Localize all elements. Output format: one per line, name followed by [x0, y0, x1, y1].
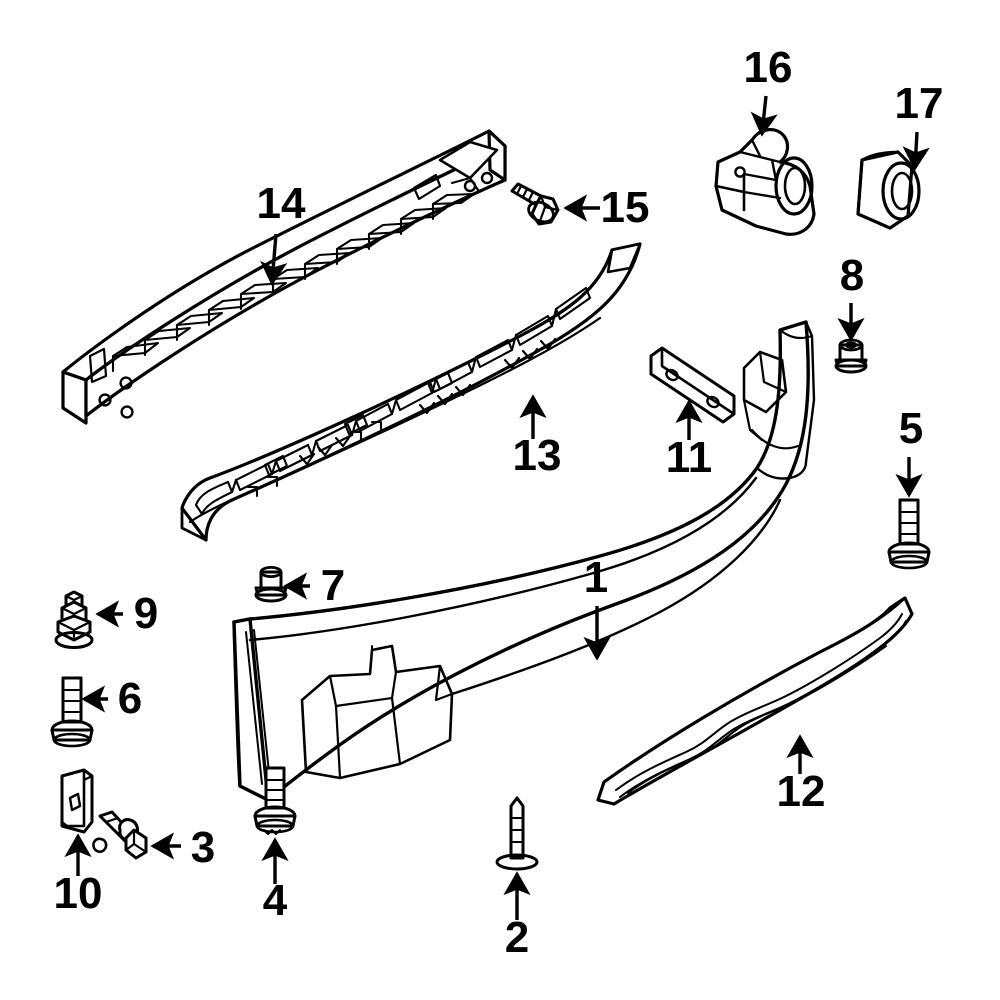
callout-label-16[interactable]: 16 — [744, 43, 793, 92]
part-rear-step-pad[interactable] — [596, 596, 914, 806]
callout-arrow-14 — [260, 233, 288, 286]
part-energy-absorber[interactable] — [180, 242, 642, 542]
callout-label-17[interactable]: 17 — [895, 79, 944, 128]
callout-label-10[interactable]: 10 — [54, 869, 103, 918]
callout-arrows — [64, 95, 930, 920]
callout-arrow-16 — [750, 95, 778, 137]
part-bumper-cover-clip[interactable] — [254, 566, 288, 603]
callout-label-15[interactable]: 15 — [601, 183, 650, 232]
part-sensor-grommet[interactable] — [834, 338, 868, 374]
callout-label-6[interactable]: 6 — [118, 674, 142, 723]
callout-label-14[interactable]: 14 — [257, 179, 306, 228]
callout-label-2[interactable]: 2 — [505, 913, 529, 962]
part-mounting-bar-bracket[interactable] — [649, 346, 736, 424]
callout-label-7[interactable]: 7 — [321, 561, 345, 610]
part-bumper-reinforcement-bar[interactable] — [61, 129, 507, 425]
callout-label-12[interactable]: 12 — [777, 767, 826, 816]
callout-labels: 1 2 3 4 5 6 7 8 9 10 11 12 13 14 15 16 1… — [54, 43, 944, 962]
part-flanged-bolt-short[interactable] — [253, 766, 297, 835]
part-park-assist-sensor[interactable] — [714, 128, 816, 236]
callout-label-11[interactable]: 11 — [666, 433, 713, 482]
callout-label-1[interactable]: 1 — [584, 553, 608, 602]
part-barbed-clip[interactable] — [92, 810, 148, 860]
callout-label-3[interactable]: 3 — [191, 823, 215, 872]
callout-label-4[interactable]: 4 — [263, 876, 288, 925]
part-hex-flange-bolt[interactable] — [510, 182, 560, 226]
callout-label-9[interactable]: 9 — [134, 589, 158, 638]
part-push-pin-rivet[interactable] — [495, 796, 539, 871]
callout-arrow-17 — [902, 131, 930, 171]
callout-label-8[interactable]: 8 — [840, 251, 864, 300]
part-bumper-cover[interactable] — [232, 320, 816, 802]
callout-label-13[interactable]: 13 — [513, 431, 562, 480]
part-side-retainer-bracket[interactable] — [60, 768, 94, 834]
callout-label-5[interactable]: 5 — [899, 404, 923, 453]
part-pyramid-stud-clip[interactable] — [54, 590, 94, 649]
part-flanged-bolt-left[interactable] — [50, 676, 94, 748]
part-sensor-retainer-ring[interactable] — [856, 150, 921, 230]
part-flanged-bolt-right[interactable] — [887, 498, 931, 570]
